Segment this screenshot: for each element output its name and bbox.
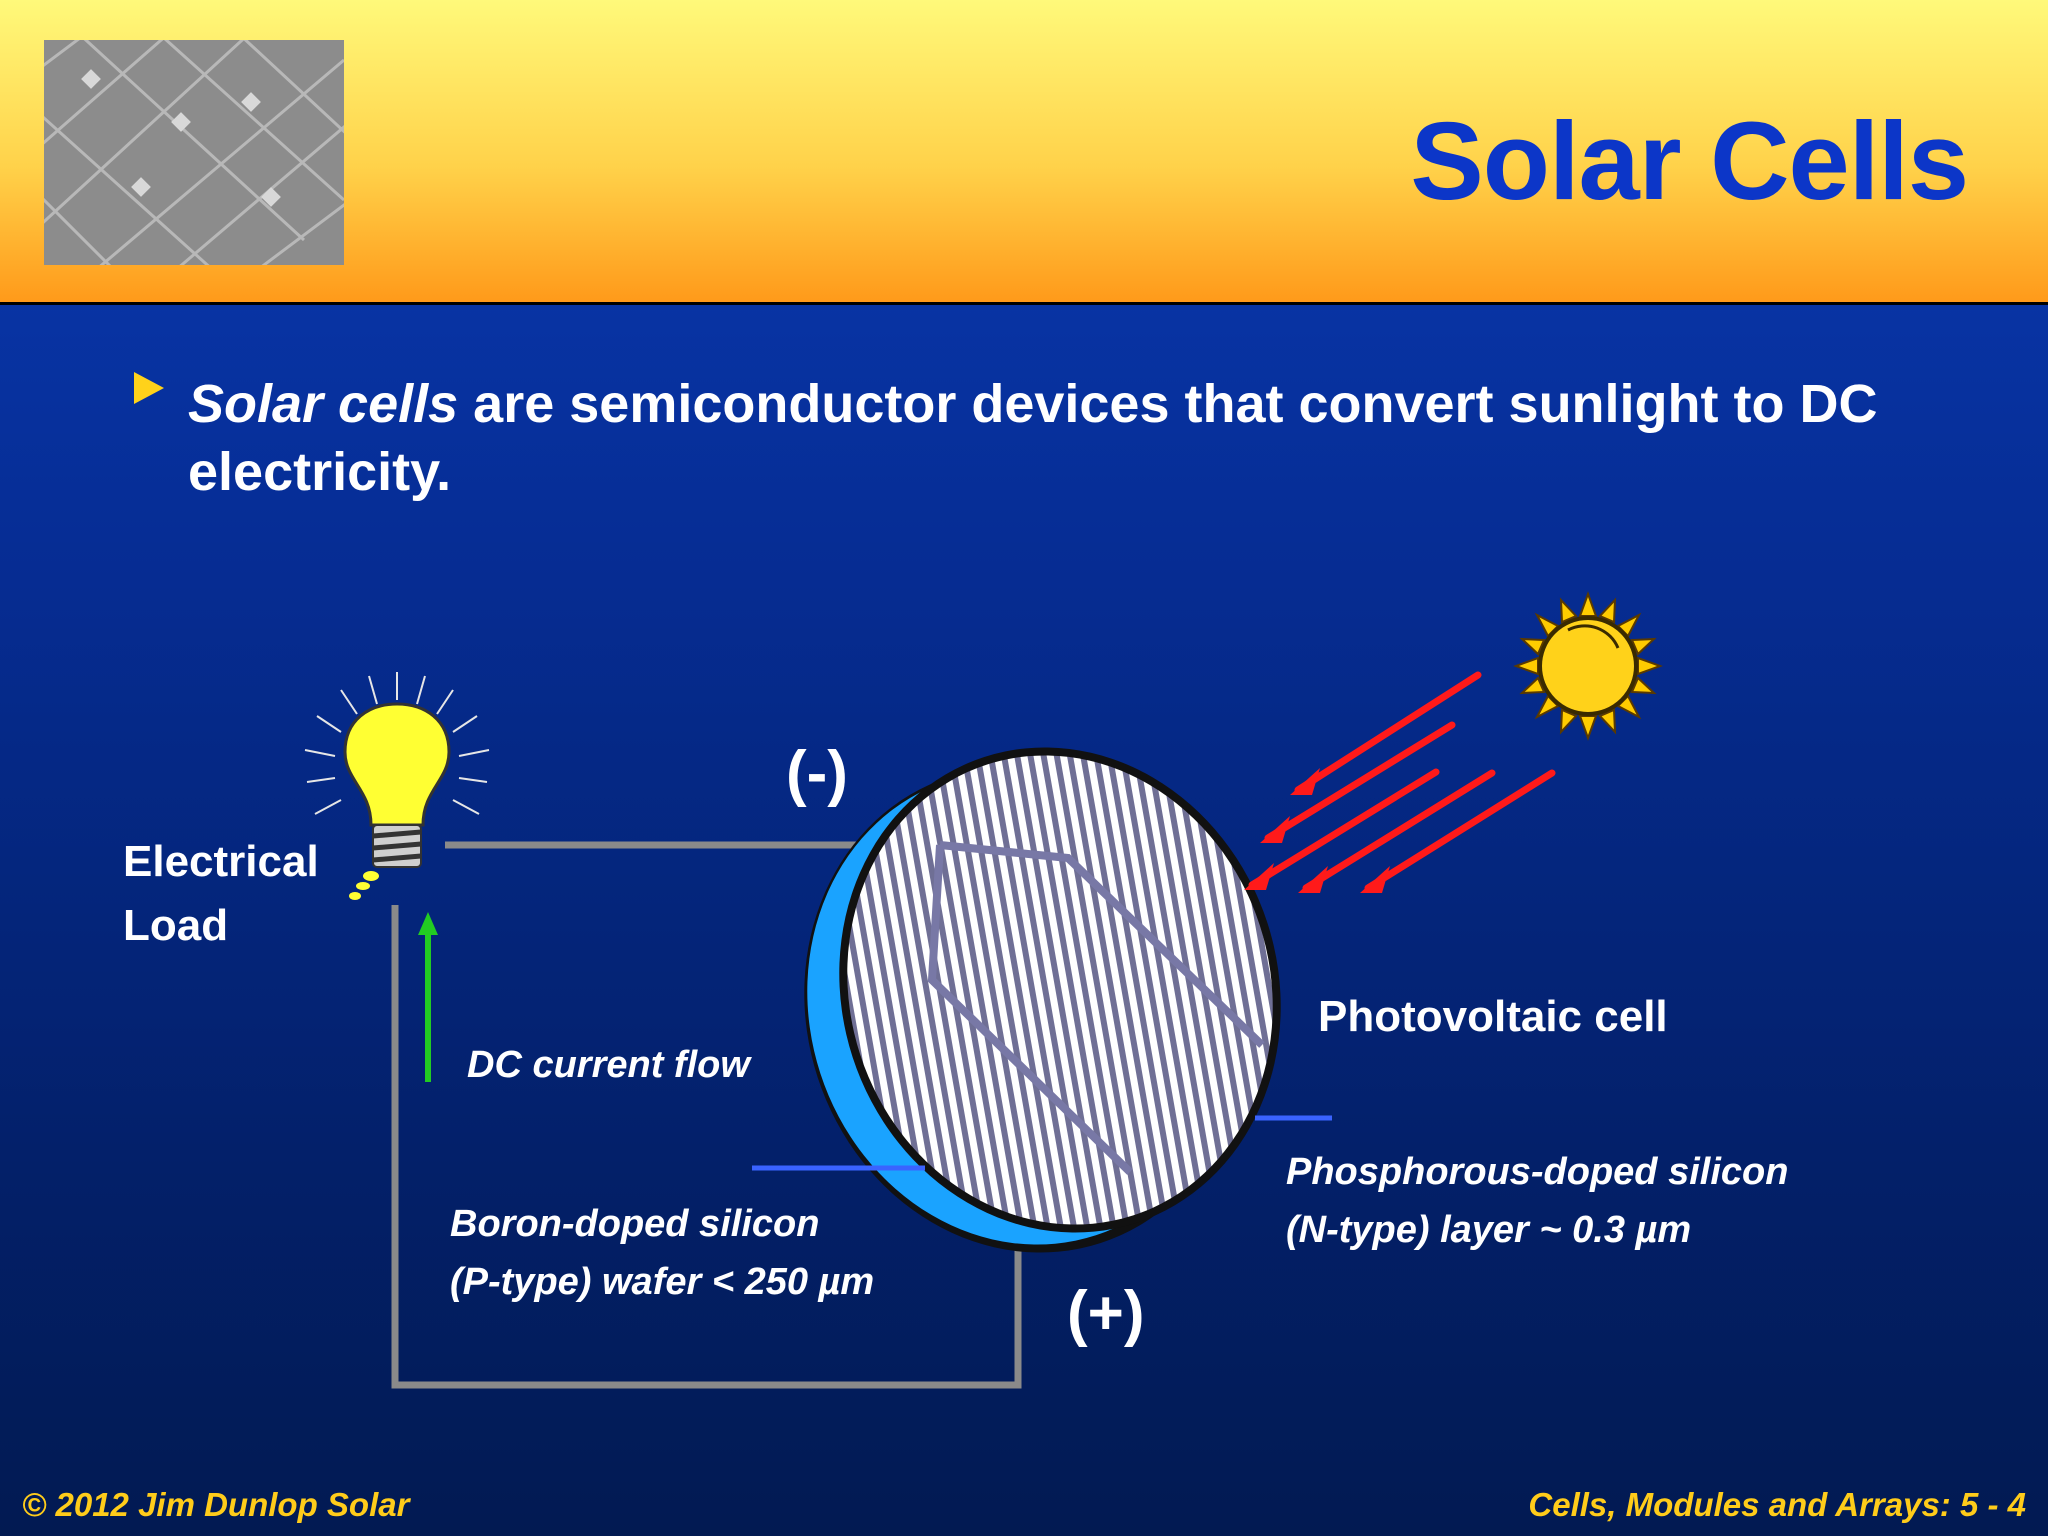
p-layer-label: Boron-doped silicon (P-type) wafer < 250… — [450, 1195, 874, 1311]
n-layer-line1: Phosphorous-doped silicon — [1286, 1151, 1789, 1193]
light-bulb-icon — [304, 672, 490, 900]
bullet-triangle-icon — [134, 372, 164, 404]
electrical-load-label: Electrical Load — [123, 830, 319, 958]
sunlight-arrow-icon — [1248, 671, 1556, 892]
p-layer-line2: (P-type) wafer < 250 µm — [450, 1261, 875, 1303]
bullet-body: are semiconductor devices that convert s… — [188, 374, 1878, 502]
footer-page-number: Cells, Modules and Arrays: 5 - 4 — [1528, 1486, 2026, 1523]
dc-current-label: DC current flow — [467, 1044, 750, 1086]
p-layer-line1: Boron-doped silicon — [450, 1203, 820, 1245]
n-layer-label: Phosphorous-doped silicon (N-type) layer… — [1286, 1143, 1788, 1259]
slide-title: Solar Cells — [1410, 100, 1969, 223]
solar-panel-thumbnail — [44, 40, 344, 265]
photovoltaic-cell — [804, 747, 1281, 1253]
positive-terminal-label: (+) — [1067, 1279, 1145, 1348]
load-label-line2: Load — [123, 901, 229, 950]
current-arrow-icon — [418, 912, 438, 1082]
footer-copyright: © 2012 Jim Dunlop Solar — [22, 1486, 410, 1523]
n-layer-line2: (N-type) layer ~ 0.3 µm — [1286, 1209, 1692, 1251]
sun-icon — [1513, 591, 1663, 741]
bullet-text: Solar cells are semiconductor devices th… — [188, 370, 1988, 506]
negative-terminal-label: (-) — [786, 739, 848, 808]
photovoltaic-cell-label: Photovoltaic cell — [1318, 992, 1668, 1041]
load-label-line1: Electrical — [123, 837, 319, 886]
bullet-emphasis: Solar cells — [188, 374, 459, 434]
header-banner: Solar Cells — [0, 0, 2048, 305]
n-type-layer — [847, 755, 1273, 1225]
busbar-lines — [927, 841, 1265, 1175]
